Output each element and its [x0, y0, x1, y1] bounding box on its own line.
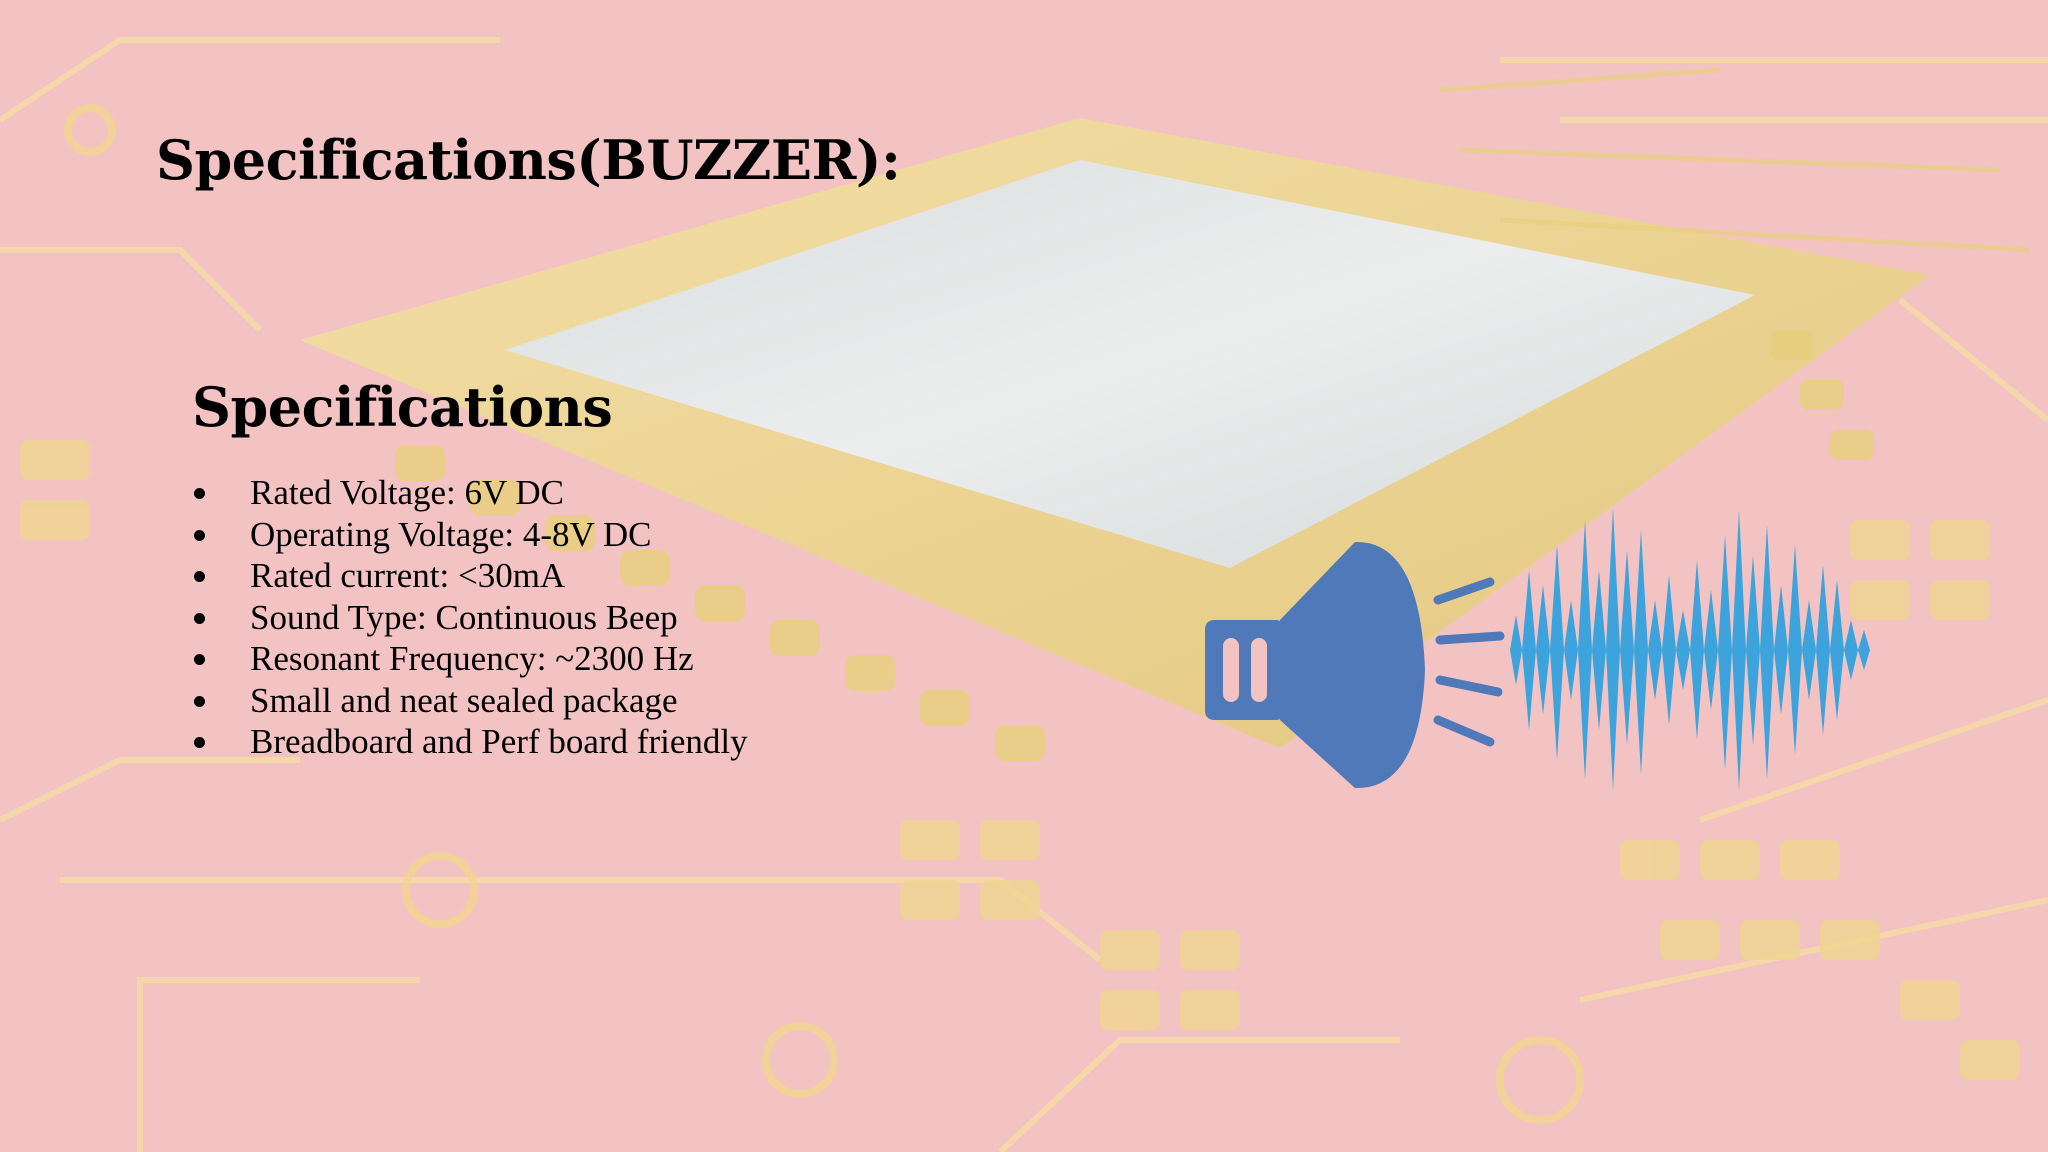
spec-text: Rated Voltage: 6V DC: [250, 473, 565, 512]
list-item: Resonant Frequency: ~2300 Hz: [190, 638, 748, 680]
spec-text: Operating Voltage: 4-8V DC: [250, 514, 652, 554]
bullet-icon: [194, 654, 205, 665]
bullet-icon: [194, 529, 205, 541]
bullet-icon: [194, 695, 205, 707]
list-item: Operating Voltage: 4-8V DC: [190, 514, 748, 556]
spec-text: Resonant Frequency: ~2300 Hz: [250, 639, 694, 678]
sound-wave-icon: [1510, 508, 1870, 790]
section-heading: Specifications: [192, 375, 613, 439]
spec-list: Rated Voltage: 6V DC Operating Voltage: …: [190, 472, 748, 763]
spec-text: Sound Type: Continuous Beep: [250, 597, 678, 637]
bullet-icon: [194, 571, 205, 582]
speaker-icon: [1205, 541, 1505, 789]
list-item: Rated current: <30mA: [190, 555, 748, 597]
spec-text: Small and neat sealed package: [250, 680, 678, 720]
page-title: Specifications(BUZZER):: [156, 128, 901, 192]
spec-text: Rated current: <30mA: [250, 556, 566, 595]
bullet-icon: [194, 488, 205, 499]
list-item: Small and neat sealed package: [190, 680, 748, 722]
bullet-icon: [194, 737, 205, 748]
bullet-icon: [194, 612, 205, 624]
list-item: Sound Type: Continuous Beep: [190, 597, 748, 639]
list-item: Rated Voltage: 6V DC: [190, 472, 748, 514]
buzzer-illustration: [1205, 508, 1870, 790]
spec-text: Breadboard and Perf board friendly: [250, 722, 748, 761]
list-item: Breadboard and Perf board friendly: [190, 721, 748, 763]
